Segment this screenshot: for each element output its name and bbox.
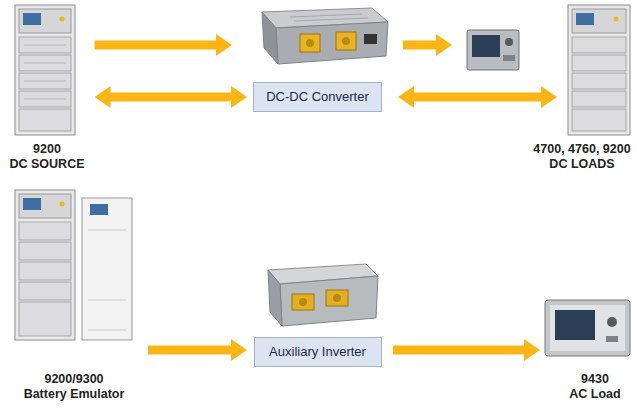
ac-load-unit-part bbox=[545, 300, 630, 356]
source-cabinet-part bbox=[24, 81, 66, 82]
box-label: Auxiliary Inverter bbox=[254, 337, 382, 367]
equipment-label: 4700, 4760, 9200 bbox=[533, 142, 630, 157]
process-box: Auxiliary Inverter bbox=[245, 255, 390, 369]
emulator-cabinet-part bbox=[90, 204, 108, 215]
load-cabinet-part bbox=[572, 55, 626, 71]
converter-unit-part bbox=[262, 12, 278, 64]
emulator-cabinet-part bbox=[23, 198, 41, 210]
source-cabinet-part bbox=[19, 73, 71, 89]
load-instrument-part bbox=[472, 35, 500, 57]
converter-unit-part bbox=[364, 34, 377, 44]
emulator-cabinet-part bbox=[15, 190, 75, 340]
converter-unit-part bbox=[336, 32, 356, 50]
load-cabinet-part bbox=[614, 17, 619, 22]
source-cabinet-part bbox=[15, 5, 75, 135]
emulator-cabinet-part bbox=[19, 194, 71, 218]
inverter-unit bbox=[268, 264, 378, 326]
source-cabinet-part bbox=[24, 45, 66, 46]
inverter-unit-part bbox=[333, 294, 341, 302]
equipment-label: AC Load bbox=[569, 387, 620, 402]
equipment-node: 9200DC SOURCE bbox=[7, 0, 86, 172]
ac-load-unit-part bbox=[550, 305, 625, 351]
load-cabinet-part bbox=[568, 5, 630, 135]
converter-unit-part bbox=[306, 39, 314, 47]
converter-unit bbox=[262, 8, 388, 64]
equipment-node: 4700, 4760, 9200DC LOADS bbox=[460, 0, 634, 172]
source-cabinet-part bbox=[24, 63, 66, 64]
flow-arrow bbox=[398, 86, 557, 108]
ac-load-unit-part bbox=[607, 317, 617, 327]
flow-arrow bbox=[95, 86, 248, 108]
load-cabinet-part bbox=[572, 91, 626, 107]
inverter-unit-part bbox=[268, 270, 282, 326]
source-cabinet-part bbox=[60, 17, 65, 22]
source-cabinet-part bbox=[19, 55, 71, 71]
source-cabinet-part bbox=[24, 99, 66, 100]
ac-load-unit-part bbox=[555, 310, 595, 340]
source-cabinet bbox=[15, 5, 75, 135]
emulator-cabinet-part bbox=[88, 230, 126, 231]
equipment-label: Battery Emulator bbox=[24, 387, 125, 402]
source-cabinet-part bbox=[19, 91, 71, 107]
ac-load-unit bbox=[545, 300, 630, 356]
load-instrument-part bbox=[505, 38, 513, 46]
inverter-unit-part bbox=[326, 290, 348, 306]
emulator-cabinet-part bbox=[19, 242, 71, 260]
emulator-cabinet-part bbox=[19, 282, 71, 300]
load-cabinet-part bbox=[572, 73, 626, 89]
source-cabinet-part bbox=[23, 13, 41, 25]
process-box: DC-DC Converter bbox=[240, 0, 395, 114]
emulator-cabinet-part bbox=[88, 330, 126, 331]
equipment-label: 9200/9300 bbox=[44, 372, 103, 387]
emulator-cabinet-part bbox=[19, 222, 71, 240]
converter-unit-part bbox=[342, 37, 350, 45]
load-cabinet bbox=[568, 5, 630, 135]
converter-unit-part bbox=[276, 22, 388, 64]
inverter-unit-part bbox=[280, 276, 378, 326]
load-instrument-part bbox=[467, 30, 519, 70]
flow-arrow bbox=[95, 34, 233, 56]
converter-unit-part bbox=[300, 34, 320, 52]
emulator-cabinet-part bbox=[60, 202, 65, 207]
converter-unit-part bbox=[290, 14, 362, 17]
equipment-label: DC LOADS bbox=[549, 157, 614, 172]
equipment-node: 9430AC Load bbox=[556, 290, 634, 402]
inverter-unit-part bbox=[299, 298, 307, 306]
equipment-label: 9430 bbox=[581, 372, 609, 387]
load-instrument-part bbox=[503, 55, 515, 61]
load-instrument bbox=[467, 30, 519, 70]
equipment-label: 9200 bbox=[33, 142, 61, 157]
load-cabinet-part bbox=[572, 9, 626, 33]
source-cabinet-part bbox=[19, 37, 71, 53]
emulator-cabinet-part bbox=[82, 198, 132, 340]
emulator-cabinet bbox=[15, 190, 132, 340]
flow-arrow bbox=[403, 34, 452, 56]
equipment-node: 9200/9300Battery Emulator bbox=[8, 185, 140, 402]
source-cabinet-part bbox=[19, 9, 71, 33]
ac-load-unit-part bbox=[606, 336, 618, 342]
load-cabinet-part bbox=[572, 37, 626, 53]
flow-arrow bbox=[148, 339, 247, 361]
converter-unit-part bbox=[294, 18, 368, 21]
equipment-label: DC SOURCE bbox=[9, 157, 84, 172]
emulator-cabinet-part bbox=[19, 262, 71, 280]
flow-arrow bbox=[393, 339, 540, 361]
emulator-cabinet-part bbox=[19, 302, 71, 336]
load-cabinet-part bbox=[576, 13, 594, 25]
box-label: DC-DC Converter bbox=[253, 82, 382, 112]
source-cabinet-part bbox=[19, 109, 71, 131]
load-cabinet-part bbox=[572, 109, 626, 131]
inverter-unit-part bbox=[292, 294, 314, 310]
emulator-cabinet-part bbox=[88, 300, 126, 301]
